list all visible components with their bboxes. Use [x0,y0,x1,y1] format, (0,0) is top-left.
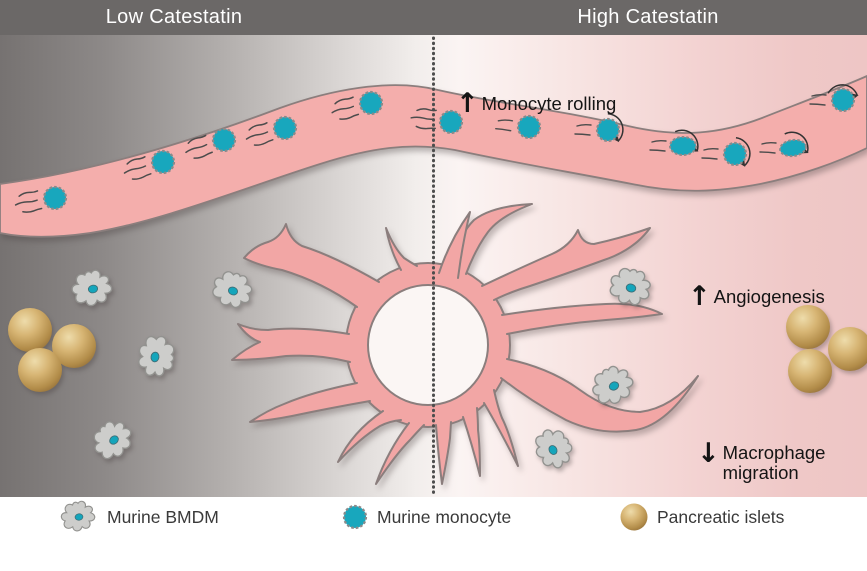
up-arrow-icon: ↑ [456,88,479,119]
legend-label-pancreatic-islets: Pancreatic islets [657,506,785,527]
pancreatic-islets [8,305,867,393]
macrophage-label-line1: Macrophage [722,442,826,463]
annotation-angiogenesis: ↑ Angiogenesis [688,281,825,312]
pancreatic-islet-icon [620,503,648,531]
islet-vascular-ring [231,203,699,485]
legend-label-murine-bmdm: Murine BMDM [107,506,219,527]
monocyte-icon [342,504,368,530]
bmdm-cell-icon [58,498,98,534]
header-bar: Low Catestatin High Catestatin [0,0,867,35]
diagram-canvas: ↑ Monocyte rolling ↑ Angiogenesis ↓ Macr… [0,35,867,498]
monocyte-rolling-label: Monocyte rolling [481,93,617,114]
down-arrow-icon: ↓ [697,438,720,469]
legend-label-murine-monocyte: Murine monocyte [377,506,512,527]
diagram-graphics [0,36,867,497]
macrophage-label-line2: migration [722,462,799,483]
legend-item-murine-monocyte: Murine monocyte [340,500,511,534]
legend-item-murine-bmdm: Murine BMDM [58,498,219,534]
header-low-catestatin-label: Low Catestatin [105,6,243,28]
legend-item-pancreatic-islets: Pancreatic islets [618,500,784,534]
legend: Murine BMDM Murine monocyte Pancreatic i… [0,497,867,571]
angiogenesis-label: Angiogenesis [713,286,825,307]
monocytes-high-side [409,77,861,169]
header-high-catestatin-label: High Catestatin [577,6,719,28]
up-arrow-icon: ↑ [688,281,711,312]
annotation-macrophage-migration: ↓ Macrophage migration [697,438,826,483]
annotation-monocyte-rolling: ↑ Monocyte rolling [456,88,617,119]
blood-vessel [0,75,867,238]
